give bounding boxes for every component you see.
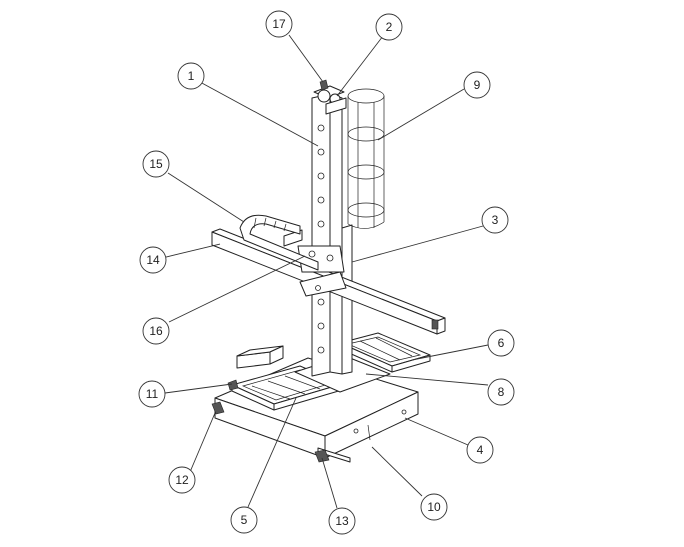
column [311, 79, 353, 377]
callout-16: 16 [142, 317, 170, 345]
callout-15: 15 [142, 150, 170, 178]
callout-10: 10 [420, 493, 448, 521]
callout-17: 17 [265, 10, 293, 38]
callout-4: 4 [466, 436, 494, 464]
callout-label: 14 [146, 253, 160, 267]
callout-label: 1 [188, 69, 195, 83]
callout-5: 5 [230, 506, 258, 534]
callout-label: 16 [149, 324, 163, 338]
cable-chain [239, 214, 319, 271]
callout-label: 6 [498, 336, 505, 350]
callout-9: 9 [463, 71, 491, 99]
callout-2: 2 [375, 13, 403, 41]
callout-label: 3 [492, 213, 499, 227]
callout-label: 4 [477, 443, 484, 457]
callout-1: 1 [177, 62, 205, 90]
callout-label: 15 [149, 157, 163, 171]
callout-label: 2 [386, 20, 393, 34]
leader-lines [164, 34, 489, 509]
callout-label: 17 [272, 17, 286, 31]
cable-cage [347, 88, 385, 229]
callout-3: 3 [481, 206, 509, 234]
callout-label: 11 [146, 387, 159, 401]
callout-label: 13 [335, 514, 349, 528]
callout-label: 5 [241, 513, 248, 527]
callout-label: 10 [427, 500, 441, 514]
callout-12: 12 [168, 466, 196, 494]
callout-13: 13 [328, 507, 356, 535]
leveling-feet [211, 379, 330, 463]
boom-arm [211, 228, 446, 335]
callout-label: 9 [474, 78, 481, 92]
callout-11: 11 [138, 380, 166, 408]
callout-6: 6 [487, 329, 515, 357]
callout-14: 14 [139, 246, 167, 274]
callout-label: 8 [498, 385, 505, 399]
callout-label: 12 [175, 473, 189, 487]
callout-8: 8 [487, 378, 515, 406]
